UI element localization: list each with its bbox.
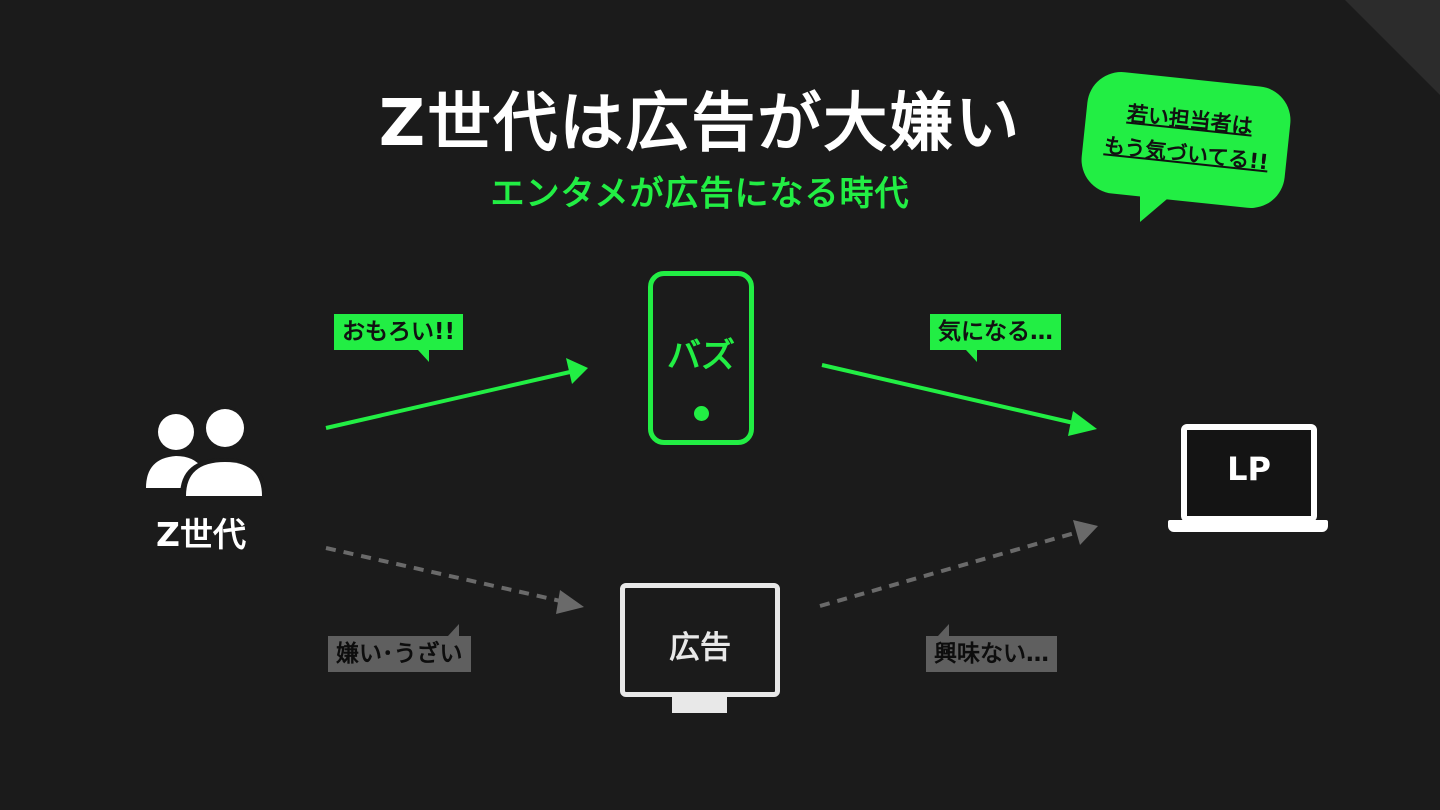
- people-label: Z世代: [156, 515, 246, 554]
- arrow-ad-to-lp: [819, 520, 1098, 608]
- edge-label-people-to-ad: 嫌い･うざい: [328, 624, 471, 672]
- arrow-people-to-ad: [325, 546, 584, 614]
- tag-tail: [966, 350, 977, 362]
- tag-tail: [938, 624, 949, 636]
- tag-tail: [418, 350, 429, 362]
- monitor-icon: 広告: [620, 583, 780, 697]
- edge-label-text: 気になる…: [938, 319, 1053, 345]
- arrow-phone-to-lp: [821, 363, 1097, 436]
- arrow-people-to-phone: [325, 358, 588, 430]
- phone-home-button: [694, 406, 709, 421]
- edge-label-text: 嫌い･うざい: [336, 641, 463, 667]
- corner-fold: [1345, 0, 1440, 95]
- monitor-stand: [672, 697, 727, 713]
- edge-label-phone-to-lp: 気になる…: [930, 314, 1061, 362]
- edge-label-text: おもろい!!: [342, 319, 455, 345]
- page-title: Z世代は広告が大嫌い: [378, 87, 1022, 161]
- monitor-label: 広告: [669, 630, 731, 666]
- tag-tail: [448, 624, 459, 636]
- page-subtitle: エンタメが広告になる時代: [490, 174, 910, 214]
- laptop-base: [1168, 520, 1328, 532]
- laptop-label: LP: [1227, 450, 1271, 488]
- phone-icon: バズ: [648, 271, 754, 445]
- callout-bubble-tail: [1140, 188, 1180, 222]
- edge-label-text: 興味ない…: [934, 641, 1049, 667]
- people-icon: [146, 406, 266, 496]
- laptop-icon: LP: [1181, 424, 1317, 522]
- phone-label: バズ: [667, 336, 735, 376]
- edge-label-people-to-phone: おもろい!!: [334, 314, 463, 362]
- edge-label-ad-to-lp: 興味ない…: [926, 624, 1057, 672]
